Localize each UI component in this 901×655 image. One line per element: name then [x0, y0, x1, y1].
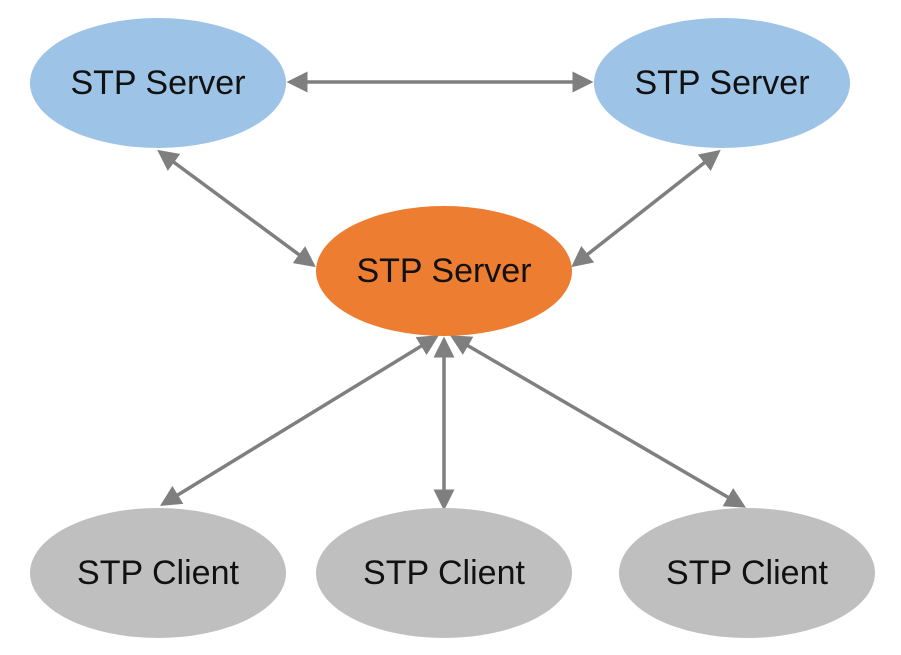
node-server-top-right: STP Server [594, 18, 850, 148]
node-label: STP Client [666, 554, 828, 592]
edge-server-center-to-client-right [449, 335, 747, 508]
edge-server-top-left-to-server-center [157, 149, 316, 268]
node-ellipse [594, 18, 850, 148]
edge-server-center-to-client-left [160, 335, 439, 506]
node-server-top-left: STP Server [30, 18, 286, 148]
node-ellipse [316, 206, 572, 336]
node-ellipse [30, 18, 286, 148]
node-label: STP Server [70, 64, 245, 102]
edge-server-top-right-to-server-center [571, 149, 721, 268]
node-ellipse [316, 508, 572, 638]
node-client-right: STP Client [619, 508, 875, 638]
node-label: STP Server [634, 64, 809, 102]
node-ellipse [619, 508, 875, 638]
node-client-left: STP Client [30, 508, 286, 638]
edges [157, 71, 747, 511]
node-server-center: STP Server [316, 206, 572, 336]
node-label: STP Server [356, 252, 531, 290]
node-label: STP Client [363, 554, 525, 592]
node-ellipse [30, 508, 286, 638]
node-client-middle: STP Client [316, 508, 572, 638]
node-label: STP Client [77, 554, 239, 592]
